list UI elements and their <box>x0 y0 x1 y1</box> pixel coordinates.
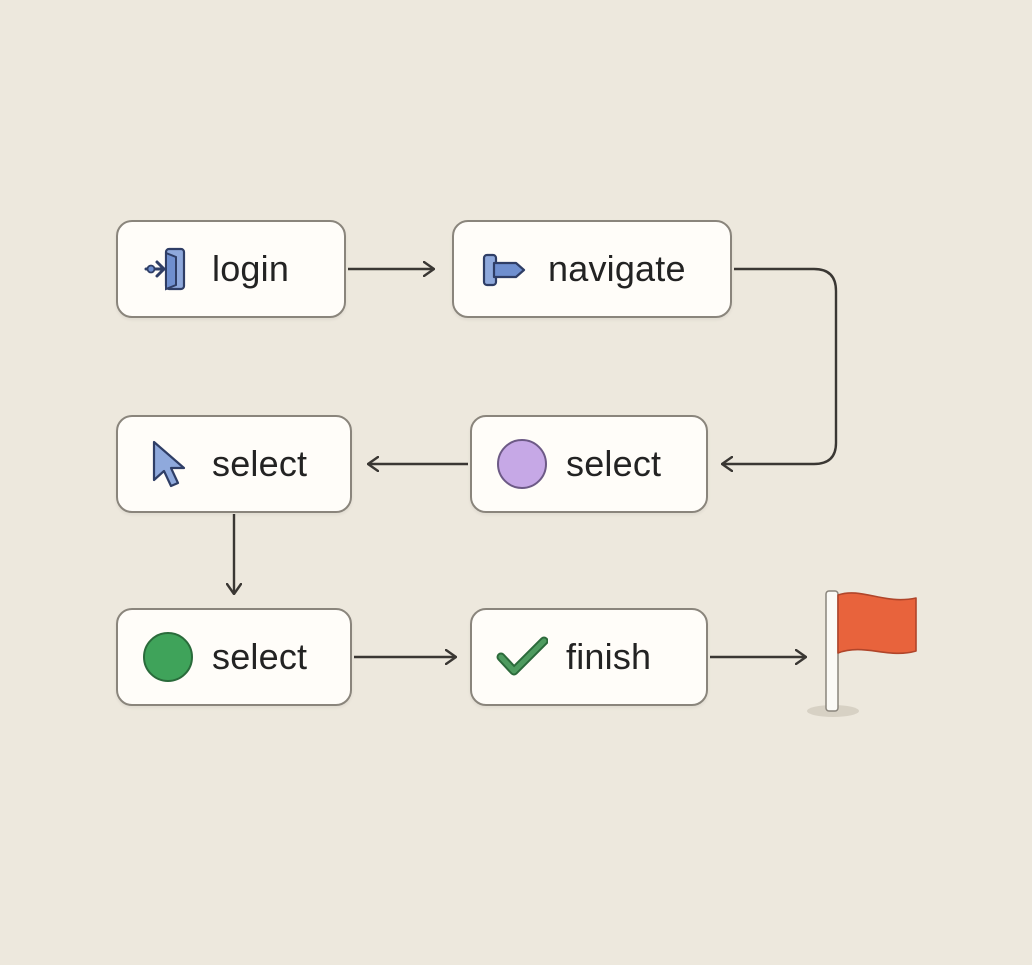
step-select-purple-label: select <box>566 443 662 484</box>
step-select-green: select <box>116 608 352 706</box>
step-navigate: navigate <box>452 220 732 318</box>
step-login-label: login <box>212 248 290 289</box>
step-select-green-label: select <box>212 636 308 677</box>
step-select-purple: select <box>470 415 708 513</box>
cursor-pointer-icon <box>142 438 194 490</box>
checkmark-icon <box>496 631 548 683</box>
step-finish-label: finish <box>566 636 652 677</box>
step-finish: finish <box>470 608 708 706</box>
login-door-icon <box>142 243 194 295</box>
signpost-icon <box>478 243 530 295</box>
purple-circle-icon <box>496 438 548 490</box>
red-flag-icon <box>800 585 930 720</box>
step-navigate-label: navigate <box>548 248 686 289</box>
step-login: login <box>116 220 346 318</box>
green-circle-icon <box>142 631 194 683</box>
step-select-cursor-label: select <box>212 443 308 484</box>
step-select-cursor: select <box>116 415 352 513</box>
arrow-navigate-to-select-purple <box>722 267 838 464</box>
